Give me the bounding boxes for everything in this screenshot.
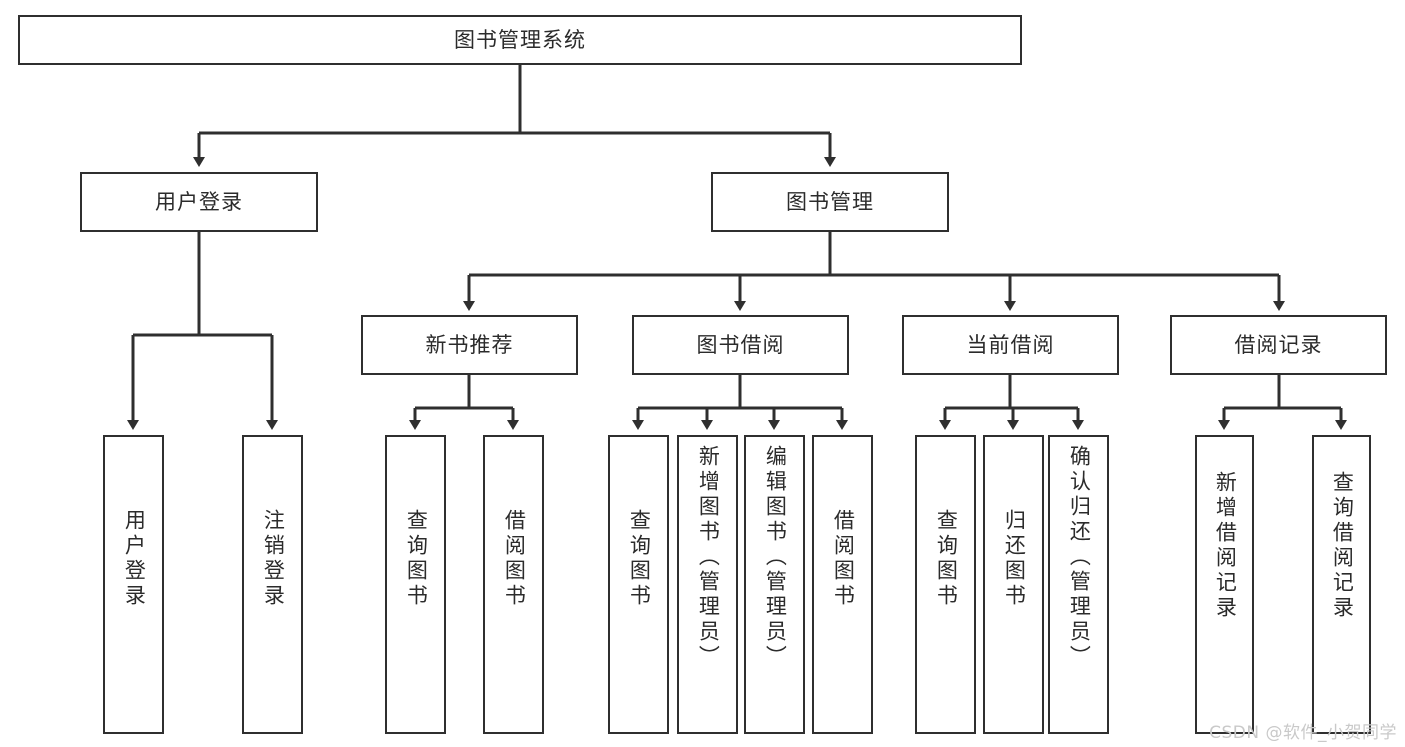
leaf-recommend-borrow-book-label: 借阅图书 (502, 509, 527, 609)
node-borrow-record[interactable]: 借阅记录 (1170, 315, 1387, 375)
leaf-user-login-login-label: 用户登录 (122, 509, 147, 609)
node-user-login[interactable]: 用户登录 (80, 172, 318, 232)
leaf-borrow-borrow-book[interactable]: 借阅图书 (812, 435, 873, 734)
leaf-recommend-borrow-book[interactable]: 借阅图书 (483, 435, 544, 734)
leaf-borrow-query-book-label: 查询图书 (627, 509, 652, 609)
node-current-borrow[interactable]: 当前借阅 (902, 315, 1119, 375)
leaf-user-login-logout-label: 注销登录 (261, 509, 286, 609)
leaf-current-confirm-return[interactable]: 确认归还（管理员） (1048, 435, 1109, 734)
leaf-borrow-edit-book-label: 编辑图书（管理员） (763, 445, 788, 670)
leaf-recommend-query-book-label: 查询图书 (404, 509, 429, 609)
node-user-login-label: 用户登录 (155, 189, 243, 214)
leaf-current-query-book[interactable]: 查询图书 (915, 435, 976, 734)
leaf-current-return-book-label: 归还图书 (1002, 509, 1027, 609)
leaf-user-login-logout[interactable]: 注销登录 (242, 435, 303, 734)
node-book-management[interactable]: 图书管理 (711, 172, 949, 232)
leaf-record-add-record-label: 新增借阅记录 (1213, 471, 1238, 621)
node-book-borrow-label: 图书借阅 (696, 332, 785, 357)
csdn-watermark: CSDN @软件_小贺同学 (1209, 723, 1397, 743)
leaf-user-login-login[interactable]: 用户登录 (103, 435, 164, 734)
node-root[interactable]: 图书管理系统 (18, 15, 1022, 65)
leaf-recommend-query-book[interactable]: 查询图书 (385, 435, 446, 734)
leaf-borrow-add-book[interactable]: 新增图书（管理员） (677, 435, 738, 734)
leaf-record-add-record[interactable]: 新增借阅记录 (1195, 435, 1254, 734)
leaf-borrow-edit-book[interactable]: 编辑图书（管理员） (744, 435, 805, 734)
node-new-book-recommend[interactable]: 新书推荐 (361, 315, 578, 375)
node-borrow-record-label: 借阅记录 (1234, 332, 1323, 357)
leaf-record-query-record[interactable]: 查询借阅记录 (1312, 435, 1371, 734)
leaf-current-return-book[interactable]: 归还图书 (983, 435, 1044, 734)
leaf-record-query-record-label: 查询借阅记录 (1330, 471, 1355, 621)
leaf-borrow-add-book-label: 新增图书（管理员） (696, 445, 721, 670)
leaf-current-confirm-return-label: 确认归还（管理员） (1067, 445, 1092, 670)
node-root-label: 图书管理系统 (454, 27, 586, 52)
node-new-book-recommend-label: 新书推荐 (425, 332, 514, 357)
node-book-borrow[interactable]: 图书借阅 (632, 315, 849, 375)
node-book-management-label: 图书管理 (786, 189, 874, 214)
leaf-borrow-query-book[interactable]: 查询图书 (608, 435, 669, 734)
leaf-current-query-book-label: 查询图书 (934, 509, 959, 609)
leaf-borrow-borrow-book-label: 借阅图书 (831, 509, 856, 609)
node-current-borrow-label: 当前借阅 (966, 332, 1055, 357)
